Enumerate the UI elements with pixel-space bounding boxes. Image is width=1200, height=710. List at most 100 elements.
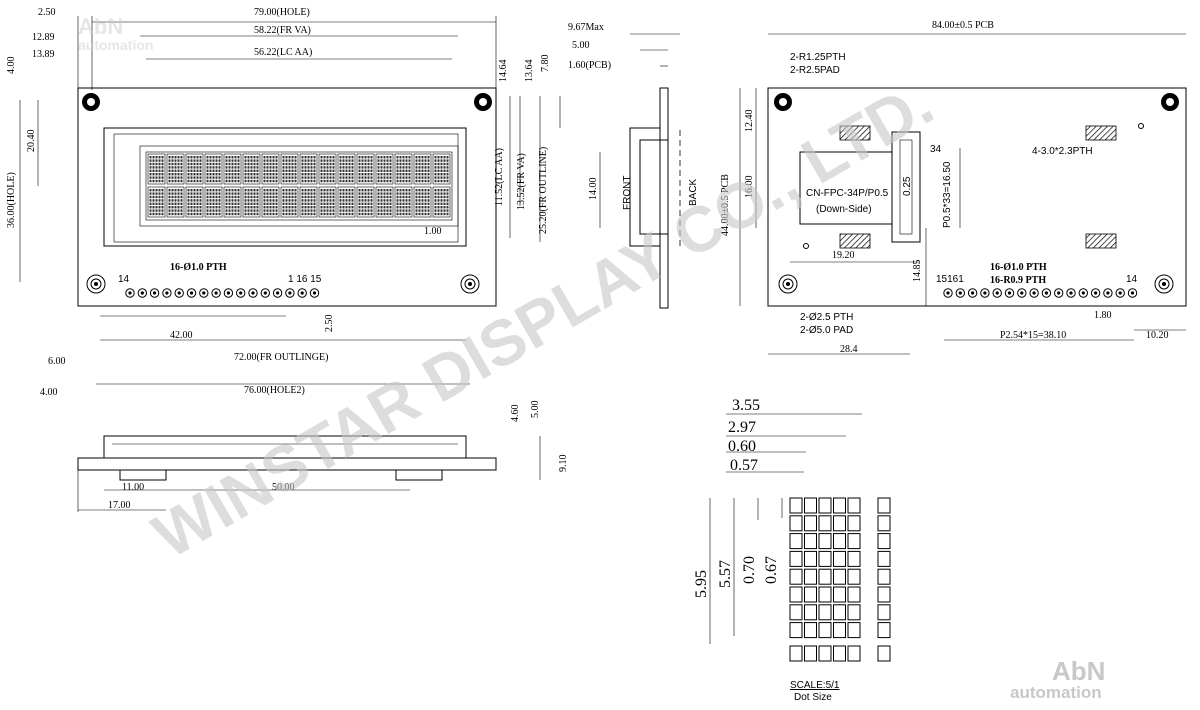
char-dot [174,202,177,205]
char-dot [177,195,180,199]
front-pin [272,288,283,298]
char-dot [399,162,402,166]
char-dot [437,176,440,179]
char-dot [424,209,427,212]
char-dot [370,192,373,195]
bottom-dim-17-00: 17.00 [108,500,131,511]
char-dot [440,195,443,199]
char-dot [269,206,272,209]
char-dot [329,173,332,176]
char-dot [408,202,411,205]
char-dot [307,179,310,183]
char-dot [386,176,389,179]
char-dot [345,159,348,162]
dim-14-64: 14.64 [498,60,509,83]
char-dot [304,169,307,172]
back-pin-core [983,291,987,295]
char-dot [446,202,449,205]
char-dot [263,159,266,162]
dot-side-cell [877,550,891,567]
char-dot [421,169,424,172]
char-dot [168,189,171,192]
char-dot [269,209,272,212]
char-dot [275,189,278,192]
char-dot [263,199,266,202]
char-dot [313,209,316,212]
char-dot [263,189,266,192]
back-pin-core [1130,291,1135,295]
char-dot [187,159,190,162]
char-dot [367,195,370,199]
char-dot [253,156,256,159]
char-dot [323,156,326,159]
char-dot [364,209,367,212]
char-dot [149,212,152,216]
char-dot [177,192,180,195]
char-dot [364,169,367,172]
char-dot [434,173,437,176]
char-dot [174,162,177,166]
char-dot [190,199,193,202]
char-dot [443,179,446,183]
char-dot [269,156,272,159]
char-dot [358,176,361,179]
char-dot [180,199,183,202]
char-dot [424,199,427,202]
char-dot [313,195,316,199]
char-dot [199,156,202,159]
dot-cell [833,586,846,603]
char-dot [212,179,215,183]
char-dot [421,166,424,169]
char-dot [396,206,399,209]
char-dot [187,199,190,202]
char-dot [168,173,171,176]
front-pin-core [128,291,132,295]
char-dot [396,195,399,199]
pad-bl [839,233,871,249]
char-dot [247,173,250,176]
char-dot [351,169,354,172]
char-dot [177,166,180,169]
char-dot [361,202,364,205]
char-dot [367,166,370,169]
char-dot [228,162,231,166]
char-dot [231,173,234,176]
char-dot [263,173,266,176]
char-dot [402,212,405,216]
char-dot [231,199,234,202]
char-dot [345,169,348,172]
char-dot [408,162,411,166]
char-dot [399,192,402,195]
char-cell [356,153,375,185]
char-dot [288,173,291,176]
char-dot [256,206,259,209]
front-pin [199,288,209,298]
char-dot [294,209,297,212]
back-pin [1054,288,1064,298]
char-dot [326,169,329,172]
char-dot [294,159,297,162]
char-dot [269,179,272,183]
char-dot [427,166,430,169]
char-dot [446,159,449,162]
char-dot [389,206,392,209]
back-pin [1041,288,1052,298]
char-dot [209,212,212,216]
char-dot [190,156,193,159]
char-dot [149,199,152,202]
char-dot [418,209,421,212]
char-dot [402,179,405,183]
char-dot [396,189,399,192]
char-dot [275,192,278,195]
char-dot [339,166,342,169]
char-dot [358,159,361,162]
char-dot [209,206,212,209]
char-dot [155,192,158,195]
back-hole-1: 2-Ø2.5 PTH [800,312,853,323]
char-dot [228,173,231,176]
char-dot [263,166,266,169]
char-dot [389,162,392,166]
char-dot [301,206,304,209]
char-cell [299,153,318,185]
char-dot [215,189,218,192]
